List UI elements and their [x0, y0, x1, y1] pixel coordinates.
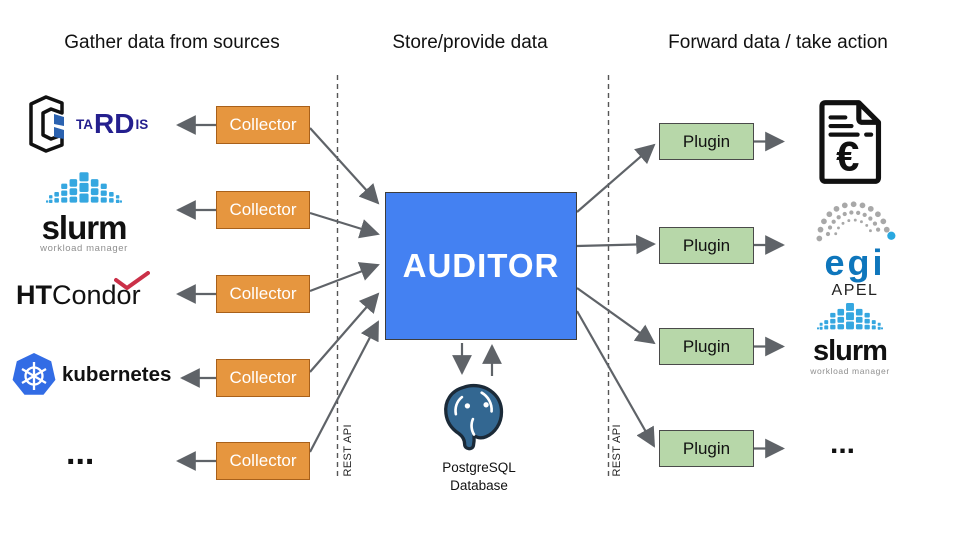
header-forward: Forward data / take action [668, 32, 888, 53]
rest-api-label-left: REST API [342, 424, 354, 477]
slurm-tagline: workload manager [40, 243, 128, 255]
egi-dots-icon [816, 201, 896, 242]
kubernetes-wordmark: kubernetes [62, 363, 172, 386]
slurm-tagline: workload manager [810, 365, 890, 376]
tardis-is: IS [135, 116, 149, 132]
header-store: Store/provide data [392, 32, 548, 53]
htcondor-ht: HT [16, 279, 52, 310]
invoice-euro-icon: € [819, 100, 882, 184]
htcondor-condor: Condor [52, 279, 141, 310]
collector-label: Collector [229, 115, 297, 134]
egi-wordmark: egi [824, 242, 886, 283]
collector-label: Collector [229, 368, 297, 387]
tardis-ta: TA [76, 116, 93, 132]
rest-api-label-right: REST API [611, 424, 623, 477]
slurm-arch-icon [46, 172, 122, 204]
slurm-arch-icon [817, 302, 883, 330]
apel-label: APEL [831, 281, 879, 299]
tardis-wordmark: TA RD IS [76, 94, 148, 154]
tardis-icon [29, 95, 64, 153]
slurm-logo: slurm workload manager [36, 171, 132, 254]
collector-box: Collector [216, 275, 310, 313]
plugin-box: Plugin [659, 123, 754, 160]
plugin-label: Plugin [682, 336, 731, 356]
postgresql-icon [444, 383, 504, 451]
auditor-label: AUDITOR [402, 247, 560, 284]
collector-box: Collector [216, 106, 310, 144]
plugin-label: Plugin [682, 235, 731, 255]
postgresql-type: Database [450, 478, 508, 494]
postgresql-name: PostgreSQL [442, 460, 516, 475]
more-destinations-ellipsis: ... [830, 427, 856, 460]
tardis-rd: RD [94, 108, 135, 139]
slurm-logo-right: slurm workload manager [798, 302, 902, 376]
collector-label: Collector [229, 451, 297, 470]
plugin-box: Plugin [659, 430, 754, 467]
header-gather: Gather data from sources [64, 32, 280, 53]
egi-apel-logo: egi APEL [793, 196, 917, 300]
slurm-wordmark: slurm [813, 335, 888, 367]
plugin-box: Plugin [659, 227, 754, 264]
collector-box: Collector [216, 359, 310, 397]
collector-box: Collector [216, 191, 310, 229]
auditor-box: AUDITOR [385, 192, 577, 340]
htcondor-bird-icon [114, 271, 150, 290]
slurm-wordmark: slurm [41, 209, 128, 246]
plugin-label: Plugin [682, 131, 731, 151]
collector-label: Collector [229, 200, 297, 219]
collector-label: Collector [229, 284, 297, 303]
collector-box: Collector [216, 442, 310, 480]
plugin-label: Plugin [682, 438, 731, 458]
euro-symbol: € [836, 132, 859, 179]
postgresql-caption: PostgreSQL Database [409, 459, 549, 495]
more-sources-ellipsis: ... [66, 434, 95, 472]
plugin-box: Plugin [659, 328, 754, 365]
kubernetes-icon [12, 353, 56, 395]
